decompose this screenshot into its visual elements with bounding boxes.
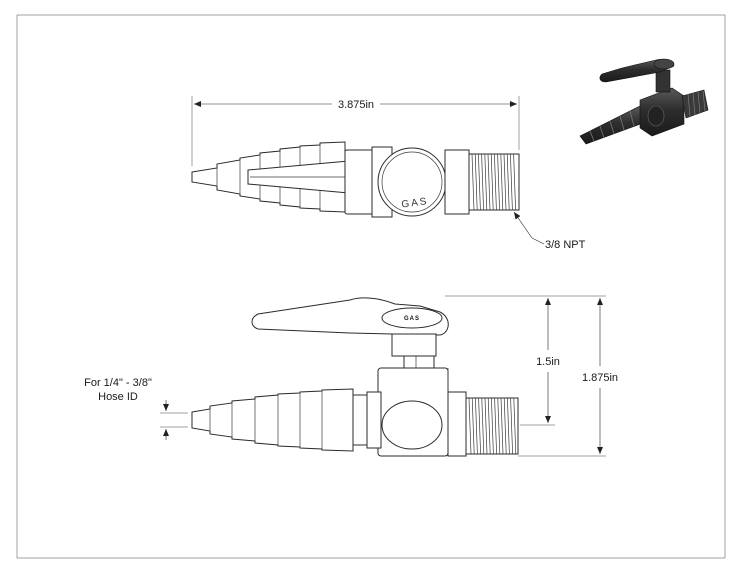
thread-line: [494, 397, 497, 455]
sheet-border: [16, 14, 726, 559]
thread-line: [474, 153, 478, 211]
dim-hose-id: For 1/4" - 3/8" Hose ID: [84, 377, 188, 440]
thread-line: [468, 397, 472, 455]
dim-handle-to-center-label: 1.5in: [536, 356, 560, 368]
side-stem: [391, 333, 437, 357]
thread-line: [471, 153, 475, 211]
dim-overall-length-label: 3.875in: [338, 99, 374, 111]
side-thread-lines: [468, 397, 517, 455]
dim-overall-height-label: 1.875in: [582, 372, 618, 384]
thread-line: [487, 153, 491, 211]
thread-line: [487, 397, 491, 455]
thread-line: [484, 397, 488, 455]
dim-overall-height: 1.875in: [518, 295, 618, 457]
side-hose-barb: [191, 388, 354, 452]
side-gas-text: GAS: [404, 316, 420, 322]
thread-line: [513, 153, 516, 211]
dim-overall-length: 3.875in: [191, 96, 520, 166]
dim-hose-id-line1: For 1/4" - 3/8": [84, 377, 152, 389]
thread-line: [471, 397, 475, 455]
thread-line: [481, 397, 485, 455]
thread-line: [494, 153, 497, 211]
top-gas-label: GAS: [401, 196, 429, 211]
thread-line: [497, 153, 500, 211]
side-view: GAS 1.5i: [84, 295, 618, 457]
top-gas-text: GAS: [401, 196, 429, 211]
valve-3d-icon: [579, 58, 709, 145]
side-body-port: [381, 400, 443, 450]
thread-line: [503, 153, 507, 211]
top-body-block: [344, 149, 376, 215]
thread-line: [497, 397, 501, 455]
thread-line: [481, 153, 484, 211]
thread-line: [500, 397, 504, 455]
side-barb-ridges: [209, 391, 323, 449]
thread-line: [478, 153, 481, 211]
dim-hose-id-line2: Hose ID: [98, 391, 138, 403]
thread-line: [500, 153, 504, 211]
thread-line: [478, 397, 481, 455]
thread-line: [484, 153, 488, 211]
thread-line: [513, 397, 517, 455]
dim-thread-callout: 3/8 NPT: [513, 211, 586, 251]
dim-thread-label: 3/8 NPT: [545, 239, 586, 251]
top-thread-lines: [471, 153, 516, 211]
thread-line: [491, 397, 494, 455]
thread-line: [510, 397, 513, 455]
thread-line: [507, 397, 510, 455]
thread-line: [490, 153, 494, 211]
top-view: GAS 3.875in 3/8 NPT: [191, 96, 586, 251]
thread-line: [510, 153, 513, 211]
thread-line: [506, 153, 510, 211]
thread-line: [503, 397, 507, 455]
dim-handle-to-center: 1.5in: [445, 295, 560, 426]
thread-line: [475, 397, 478, 455]
